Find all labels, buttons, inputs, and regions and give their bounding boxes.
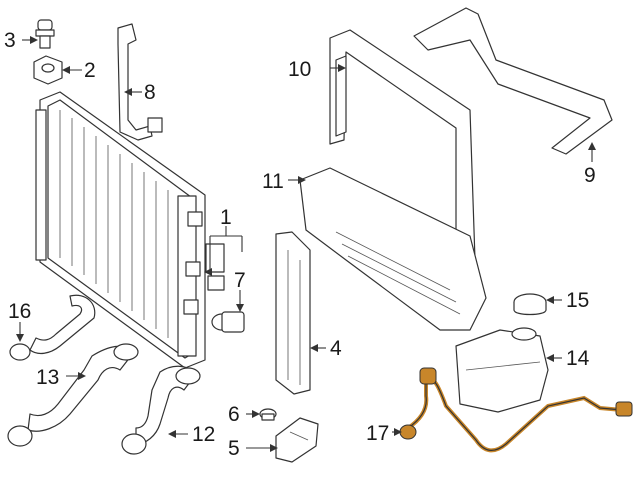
part-2-bushing bbox=[33, 55, 63, 85]
radiator bbox=[35, 91, 206, 369]
callout-14: 14 bbox=[566, 347, 590, 370]
part-11-shutter bbox=[299, 167, 487, 331]
part-14-reservoir bbox=[455, 327, 549, 413]
part-3-bolt bbox=[35, 19, 55, 49]
callout-7: 7 bbox=[234, 269, 246, 292]
callout-labels: 3 2 8 10 9 11 1 7 16 13 4 6 5 12 15 14 1… bbox=[4, 29, 596, 460]
part-6-clip bbox=[259, 408, 277, 421]
part-16-hose bbox=[9, 294, 96, 361]
part-15-cap bbox=[513, 293, 547, 316]
callout-13: 13 bbox=[36, 366, 59, 389]
callout-16: 16 bbox=[8, 300, 31, 323]
callout-8: 8 bbox=[144, 81, 156, 104]
callout-6: 6 bbox=[228, 403, 240, 426]
callout-3: 3 bbox=[4, 29, 16, 52]
callout-15: 15 bbox=[566, 289, 589, 312]
part-12-hose bbox=[121, 365, 201, 455]
part-9-support bbox=[413, 7, 613, 155]
part-7-connector bbox=[211, 311, 245, 333]
callout-17: 17 bbox=[366, 422, 389, 445]
part-4-air-guide bbox=[275, 231, 311, 395]
part-1-brackets bbox=[205, 243, 225, 291]
callout-11: 11 bbox=[262, 170, 284, 193]
part-8-sensor-harness bbox=[117, 23, 163, 141]
callout-9: 9 bbox=[584, 164, 596, 187]
part-13-hose bbox=[7, 343, 139, 447]
callout-1: 1 bbox=[220, 206, 232, 229]
callout-2: 2 bbox=[84, 59, 96, 82]
callout-4: 4 bbox=[330, 337, 342, 360]
callout-5: 5 bbox=[228, 437, 240, 460]
leader-lines bbox=[16, 36, 596, 452]
callout-12: 12 bbox=[192, 423, 215, 446]
callout-10: 10 bbox=[288, 58, 311, 81]
part-5-bracket bbox=[275, 417, 319, 463]
